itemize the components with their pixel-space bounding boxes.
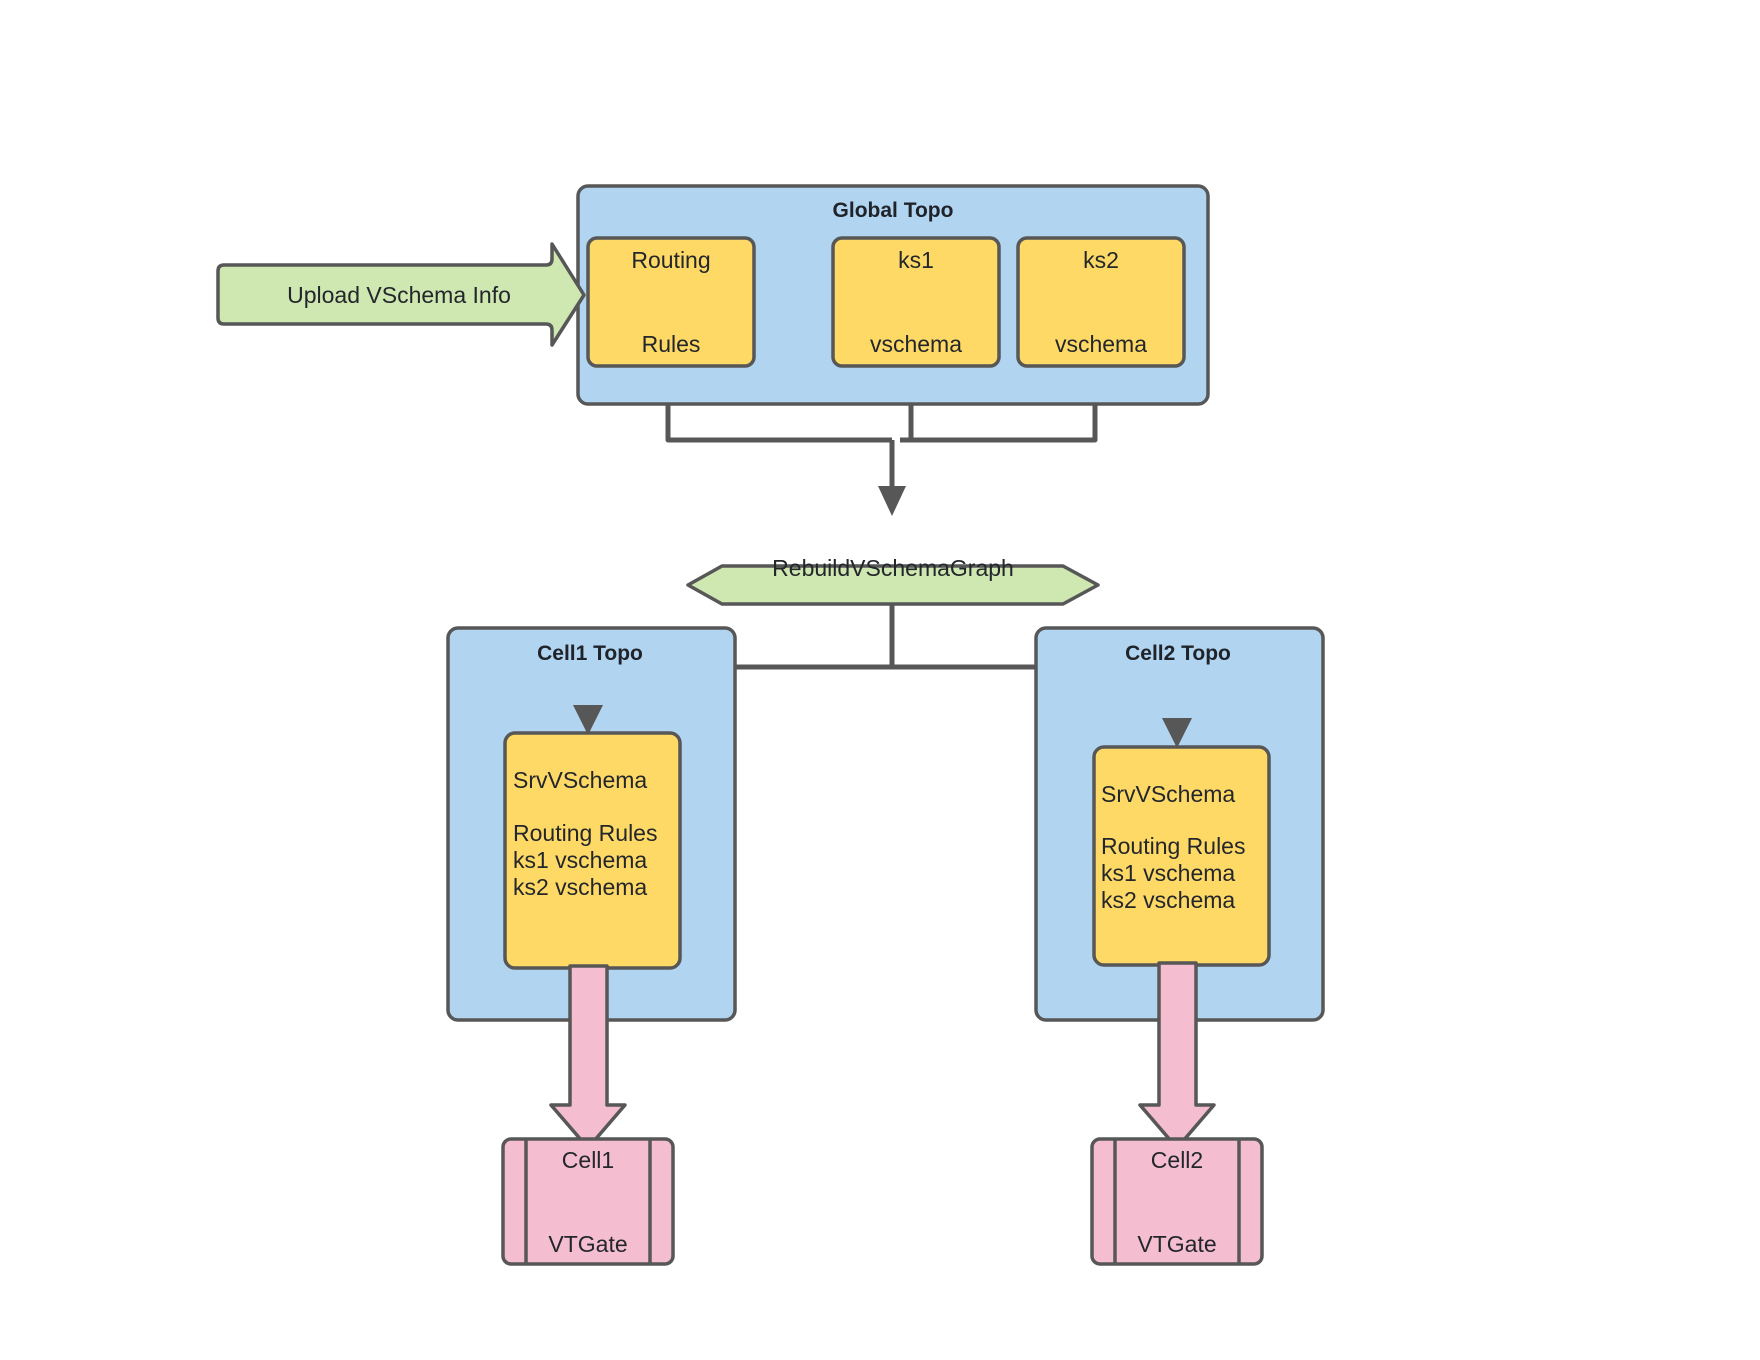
- cell1-srv-to-vtgate-arrow: [549, 964, 627, 1150]
- arrowhead-to-rebuild: [878, 486, 906, 516]
- cell2-vtgate-node[interactable]: [1090, 1137, 1264, 1266]
- cell1-vtgate-node[interactable]: [501, 1137, 675, 1266]
- node-ks2-vschema[interactable]: [1016, 236, 1186, 368]
- node-ks1-vschema[interactable]: [831, 236, 1001, 368]
- cell2-srv-to-vtgate-arrow: [1138, 961, 1216, 1150]
- arrowhead-to-cell1-srv: [573, 705, 603, 735]
- cell1-srvvschema-node[interactable]: [503, 731, 682, 970]
- arrowhead-to-cell2-srv: [1162, 718, 1192, 748]
- node-routing-rules[interactable]: [586, 236, 756, 368]
- rebuild-vschema-graph-hexagon[interactable]: [686, 564, 1100, 606]
- cell2-srvvschema-node[interactable]: [1092, 745, 1271, 967]
- upload-vschema-arrow[interactable]: [216, 242, 586, 347]
